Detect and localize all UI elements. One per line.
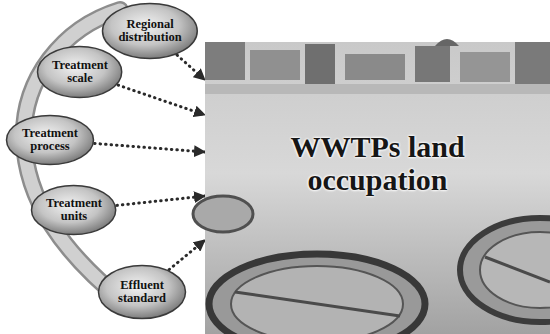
factor-ellipse: Treatment units (30, 184, 117, 236)
factor-label: Effluent standard (118, 279, 166, 305)
dotted-arrow (117, 196, 205, 205)
dotted-arrow (177, 55, 205, 80)
factor-ellipse: Treatment scale (36, 45, 123, 99)
factor-label: Treatment scale (52, 59, 108, 85)
dotted-arrow (95, 143, 205, 152)
factor-label: Treatment process (22, 127, 78, 153)
factor-label: Treatment units (46, 197, 102, 223)
factor-ellipse: Effluent standard (97, 264, 187, 320)
main-label: WWTPs land occupation (248, 130, 508, 196)
dotted-arrow (118, 85, 205, 115)
image-panel: WWTPs land occupation (205, 42, 550, 334)
factor-ellipse: Treatment process (5, 114, 95, 166)
factor-ellipse: Regional distribution (101, 2, 199, 60)
dotted-arrow (169, 240, 205, 270)
factor-label: Regional distribution (118, 18, 181, 44)
